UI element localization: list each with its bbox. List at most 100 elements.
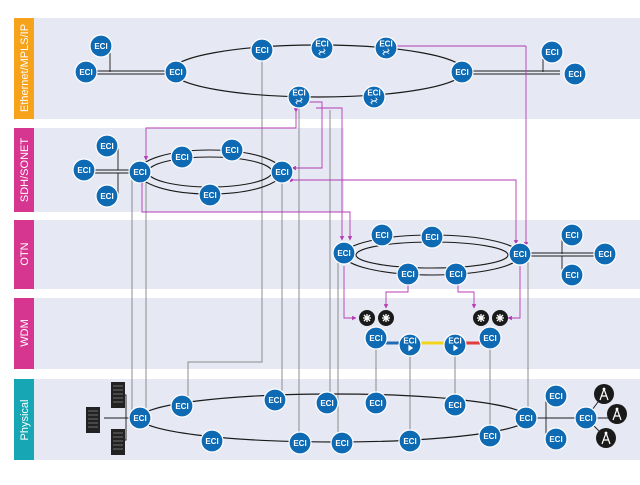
eci-node: ECI — [89, 34, 113, 58]
wdm-direction-marker — [408, 344, 414, 352]
eci-node-body — [560, 263, 584, 287]
eci-node-label: ECI — [100, 192, 113, 201]
eci-node: ECI — [310, 36, 334, 60]
eci-node-label: ECI — [375, 231, 388, 240]
eci-node-body — [95, 184, 119, 208]
eci-node-body — [220, 138, 244, 162]
eci-node-body — [478, 424, 502, 448]
eci-node: ECI — [364, 326, 388, 350]
server-rack-icon — [86, 407, 100, 433]
band-sdh — [14, 128, 344, 212]
eci-node-label: ECI — [315, 40, 328, 49]
eci-node: ECI — [544, 384, 568, 408]
eci-node-body — [74, 60, 98, 84]
eci-node-label: ECI — [565, 231, 578, 240]
eci-node-label: ECI — [100, 142, 113, 151]
layer-label-ethernet: Ethernet/MPLS/IP — [19, 24, 31, 112]
eci-node: ECI — [263, 388, 287, 412]
roadm-icon — [492, 310, 508, 326]
eci-node-body — [315, 391, 339, 415]
eci-node: ECI — [332, 241, 356, 265]
eci-node-body — [128, 406, 152, 430]
eci-node-label: ECI — [483, 334, 496, 343]
eci-node-label: ECI — [448, 401, 461, 410]
eci-node: ECI — [200, 429, 224, 453]
eci-node-label: ECI — [565, 271, 578, 280]
eci-node-label: ECI — [203, 191, 216, 200]
eci-node: ECI — [370, 223, 394, 247]
eci-node: ECI — [560, 223, 584, 247]
eci-node-body — [72, 158, 96, 182]
eci-node: ECI — [398, 429, 422, 453]
eci-node-label: ECI — [513, 250, 526, 259]
eci-node-body — [396, 262, 420, 286]
eci-node-label: ECI — [94, 42, 107, 51]
eci-node-body — [478, 326, 502, 350]
eci-node: ECI — [198, 183, 222, 207]
roadm-symbols — [359, 310, 508, 326]
eci-node-body — [544, 384, 568, 408]
eci-node: ECI — [563, 62, 587, 86]
eci-node-label: ECI — [448, 337, 461, 346]
eci-node-body — [170, 394, 194, 418]
eci-node-label: ECI — [549, 435, 562, 444]
eci-node-label: ECI — [401, 270, 414, 279]
eci-node-body — [200, 429, 224, 453]
eci-node-body — [287, 85, 311, 109]
eci-node: ECI — [574, 406, 598, 430]
eci-node: ECI — [330, 431, 354, 455]
eci-node-label: ECI — [293, 439, 306, 448]
eci-node: ECI — [444, 262, 468, 286]
server-rack-icon — [111, 382, 125, 408]
eci-node-body — [89, 34, 113, 58]
eci-node-body — [443, 333, 467, 357]
eci-node-body — [364, 391, 388, 415]
eci-node-label: ECI — [275, 168, 288, 177]
antenna-icon — [594, 384, 614, 404]
eci-node-body — [374, 36, 398, 60]
eci-node-body — [420, 225, 444, 249]
eci-node: ECI — [72, 158, 96, 182]
eci-node-label: ECI — [79, 68, 92, 77]
eci-node-body — [198, 183, 222, 207]
switch-symbol — [295, 97, 303, 105]
band-ethernet — [14, 18, 640, 119]
eci-node: ECI — [250, 38, 274, 62]
antenna-icon — [596, 428, 616, 448]
eci-node-label: ECI — [175, 402, 188, 411]
servers — [86, 382, 125, 455]
eci-node: ECI — [128, 160, 152, 184]
eci-node: ECI — [364, 391, 388, 415]
eci-node: ECI — [514, 406, 538, 430]
server-rack-icon — [111, 429, 125, 455]
eci-node-label: ECI — [379, 40, 392, 49]
eci-node-label: ECI — [337, 249, 350, 258]
eci-node-body — [170, 145, 194, 169]
eci-node: ECI — [362, 85, 386, 109]
eci-node-body — [362, 85, 386, 109]
switch-symbol — [370, 97, 378, 105]
eci-node-label: ECI — [255, 46, 268, 55]
eci-node-label: ECI — [77, 166, 90, 175]
eci-node: ECI — [287, 85, 311, 109]
eci-node-label: ECI — [369, 334, 382, 343]
eci-node-body — [593, 242, 617, 266]
eci-node-body — [164, 60, 188, 84]
eci-node-label: ECI — [225, 146, 238, 155]
eci-node-body — [574, 406, 598, 430]
eci-node: ECI — [164, 60, 188, 84]
eci-node: ECI — [74, 60, 98, 84]
antenna-icon — [607, 404, 627, 424]
eci-node: ECI — [288, 431, 312, 455]
eci-node-body — [444, 262, 468, 286]
eci-node-body — [270, 160, 294, 184]
eci-node-label: ECI — [455, 68, 468, 77]
eci-node-label: ECI — [598, 250, 611, 259]
layer-label-wdm: WDM — [19, 319, 31, 347]
switch-symbol — [382, 48, 390, 56]
eci-node: ECI — [478, 326, 502, 350]
layer-labels: Ethernet/MPLS/IP SDH/SONET OTN WDM Physi… — [14, 18, 34, 460]
band-otn — [14, 220, 640, 289]
